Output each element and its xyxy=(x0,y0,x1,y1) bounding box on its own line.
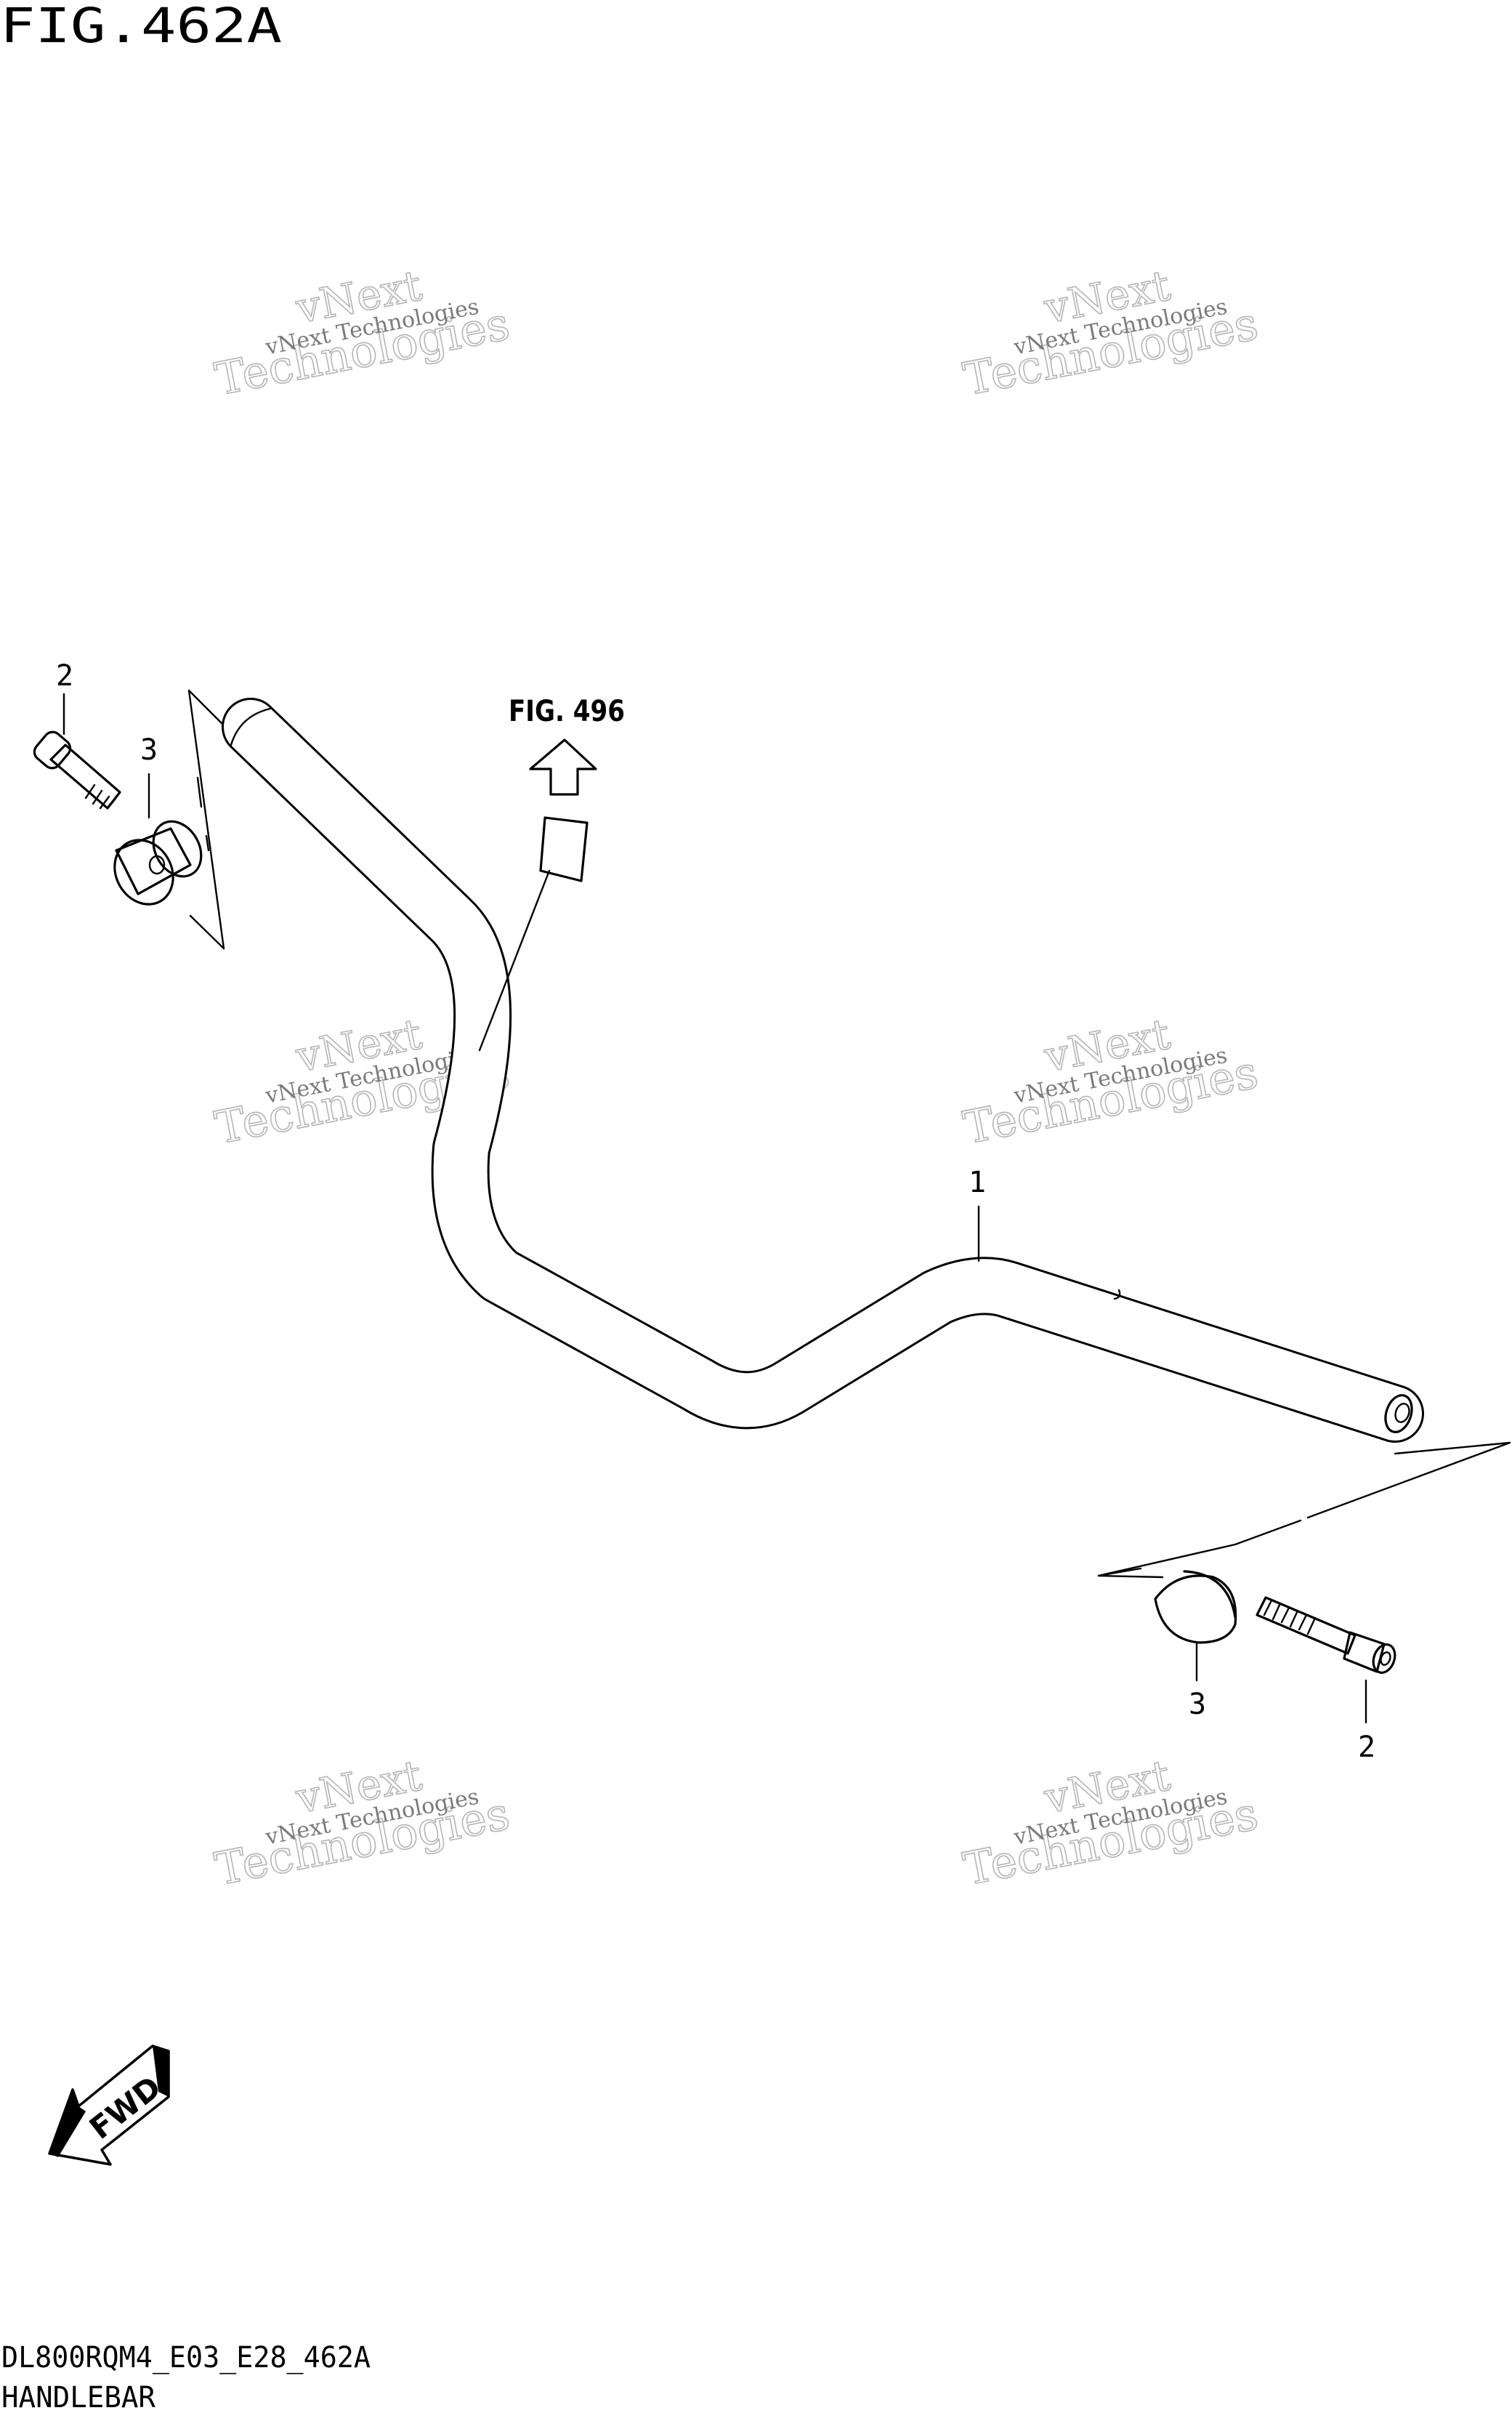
watermark-low-left: vNext Technologies vNext Technologies xyxy=(210,1750,514,1897)
figure-caption: HANDLEBAR xyxy=(1,2381,156,2413)
fig-reference: FIG. 496 xyxy=(478,695,625,1052)
right-bar-end-assembly xyxy=(1097,1441,1511,1724)
left-bar-end-assembly xyxy=(33,689,225,950)
handlebar-tube xyxy=(222,698,1424,1443)
watermark-top-left: vNext Technologies vNext Technologies xyxy=(210,260,514,407)
callout-part-2-left: 2 xyxy=(56,659,73,693)
fwd-arrow: FWD xyxy=(48,2045,170,2166)
fig-ref-tag xyxy=(539,816,589,882)
callout-part-3-left: 3 xyxy=(140,733,158,767)
fig-ref-arrow-icon xyxy=(529,738,597,796)
bar-end-weight-right xyxy=(1154,1570,1237,1644)
figure-title: FIG.462A xyxy=(0,0,282,54)
fig-reference-label: FIG. 496 xyxy=(509,695,625,728)
watermark-mid-right: vNext Technologies vNext Technologies xyxy=(958,1009,1262,1156)
callout-part-1: 1 xyxy=(969,1166,986,1199)
watermark-low-right: vNext Technologies vNext Technologies xyxy=(958,1750,1262,1897)
bolt-left xyxy=(33,730,121,810)
bar-end-weight-left xyxy=(113,820,203,906)
figure-code: DL800RQM4_E03_E28_462A xyxy=(1,2341,371,2374)
fig-ref-leader xyxy=(478,869,551,1052)
callout-part-3-right: 3 xyxy=(1189,1688,1206,1721)
bolt-right xyxy=(1256,1596,1396,1674)
watermark-top-right: vNext Technologies vNext Technologies xyxy=(958,260,1262,407)
callout-part-2-right: 2 xyxy=(1358,1731,1375,1764)
